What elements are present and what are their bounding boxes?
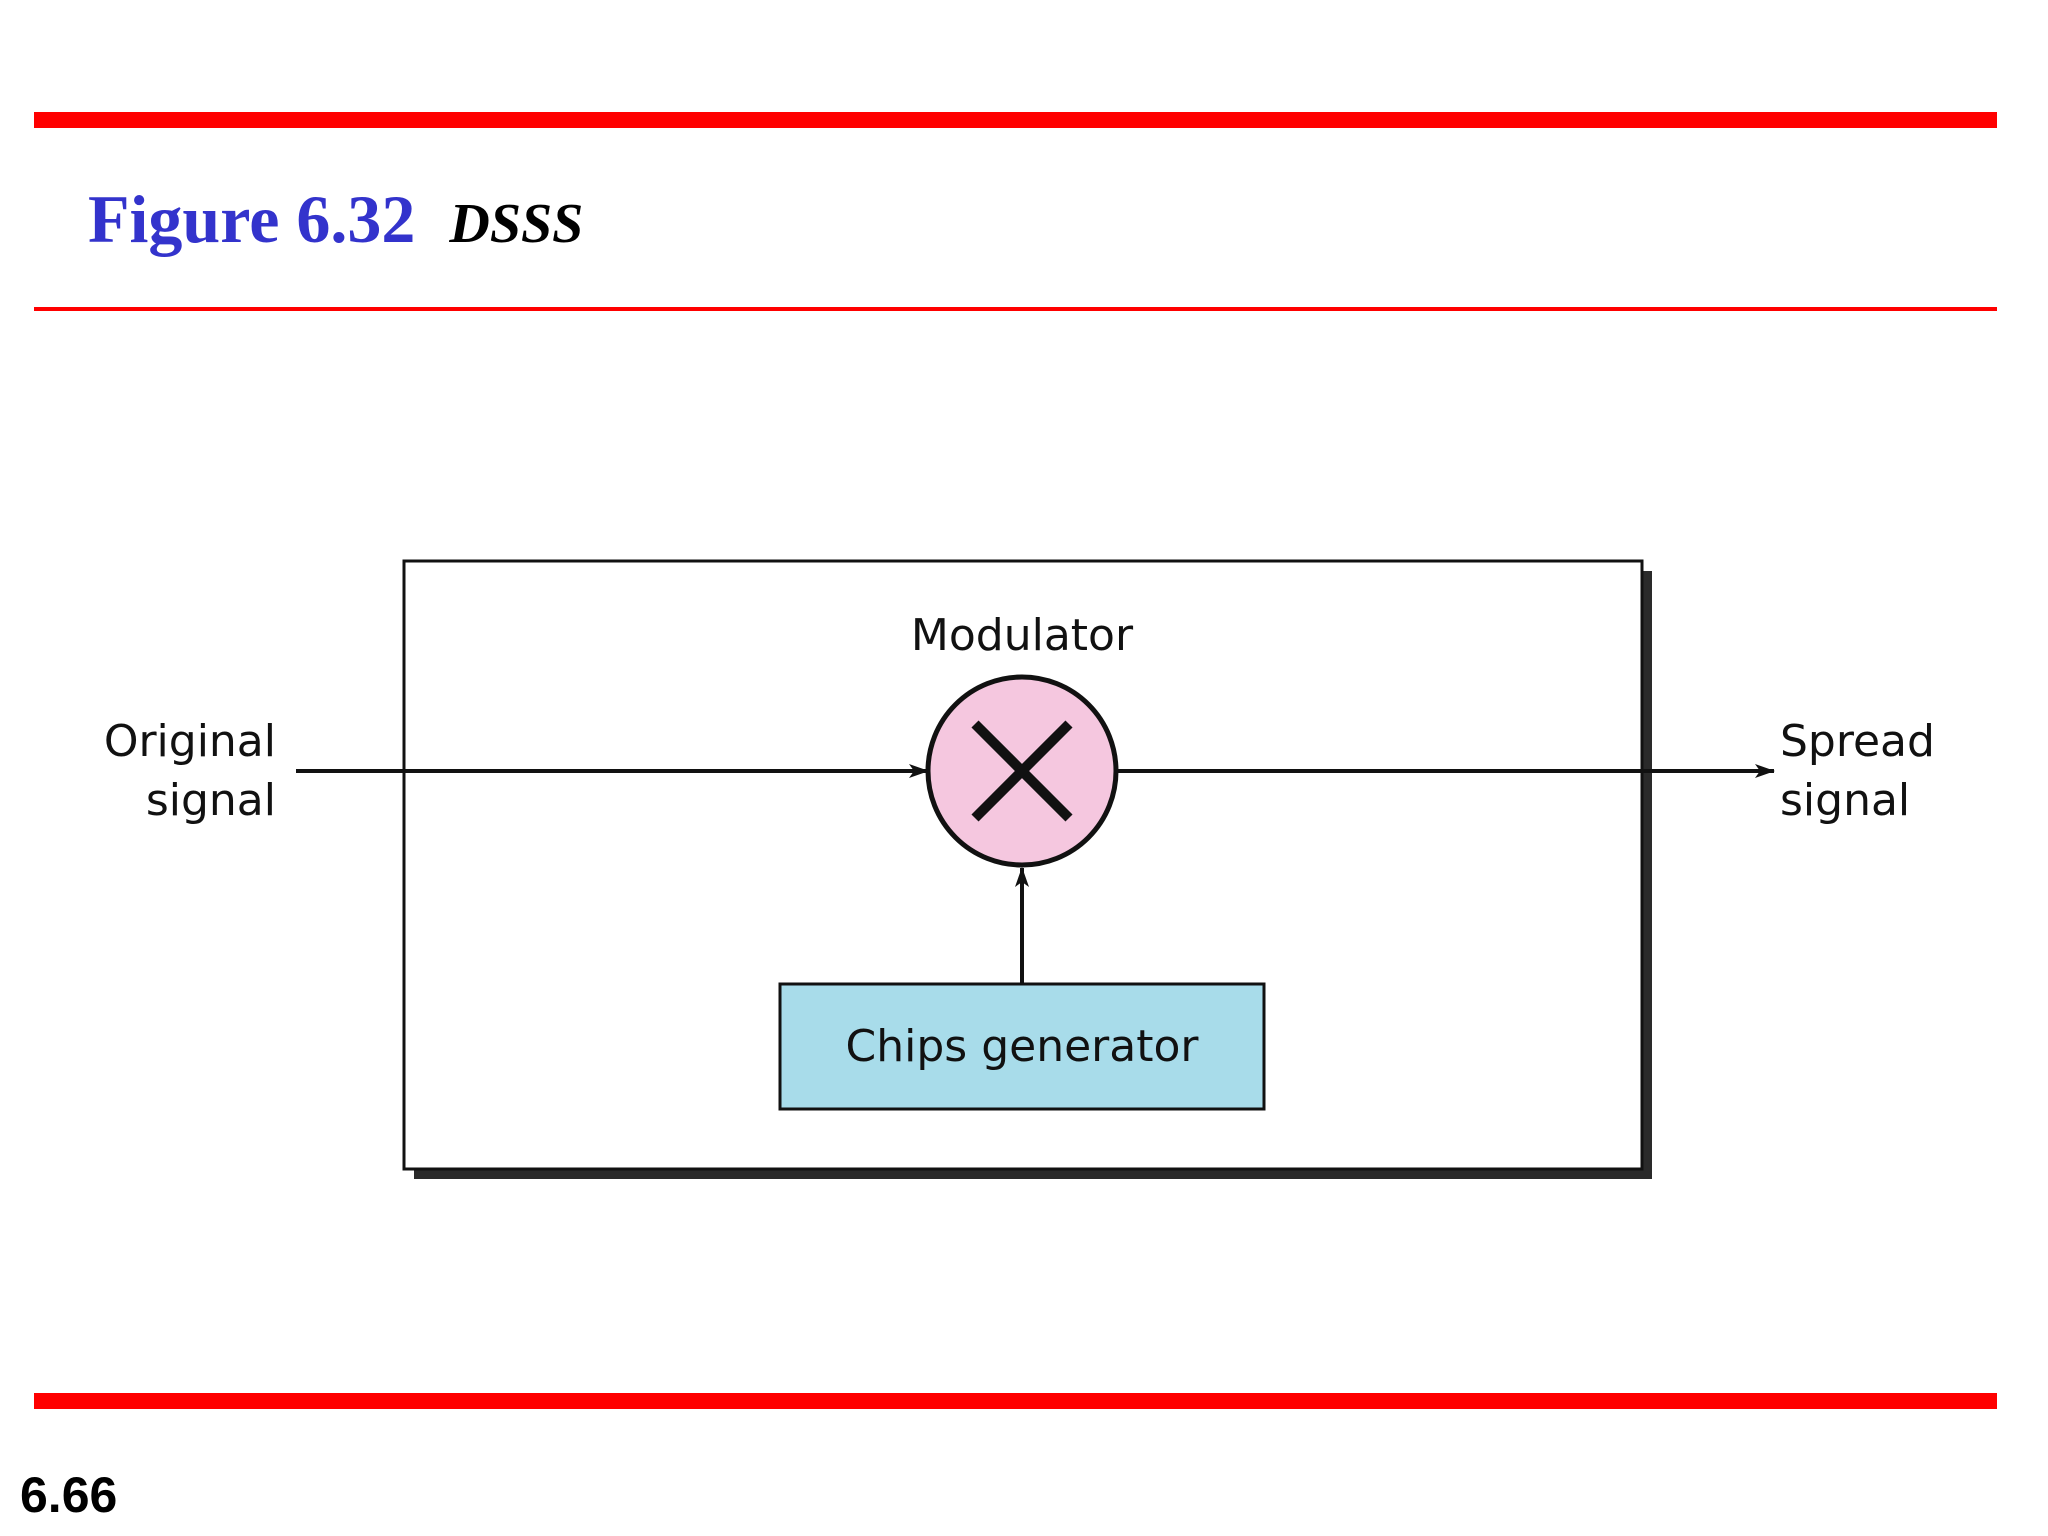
figure-number: Figure 6.32 bbox=[88, 181, 416, 257]
input-label-line-1: Original bbox=[104, 716, 276, 767]
multiply-icon bbox=[971, 720, 1073, 822]
chips-generator-box bbox=[778, 982, 1266, 1111]
bottom-rule bbox=[34, 1393, 1997, 1409]
title-underline-rule bbox=[34, 307, 1997, 311]
figure-name: DSSS bbox=[449, 193, 584, 255]
modulator-label: Modulator bbox=[911, 610, 1134, 661]
output-label-line-2: signal bbox=[1780, 775, 1910, 826]
top-rule bbox=[34, 112, 1997, 128]
input-label-line-2: signal bbox=[146, 775, 276, 826]
output-label-line-1: Spread bbox=[1780, 716, 1935, 767]
chips-generator-label: Chips generator bbox=[846, 1021, 1200, 1072]
slide-number: 6.66 bbox=[20, 1467, 118, 1523]
